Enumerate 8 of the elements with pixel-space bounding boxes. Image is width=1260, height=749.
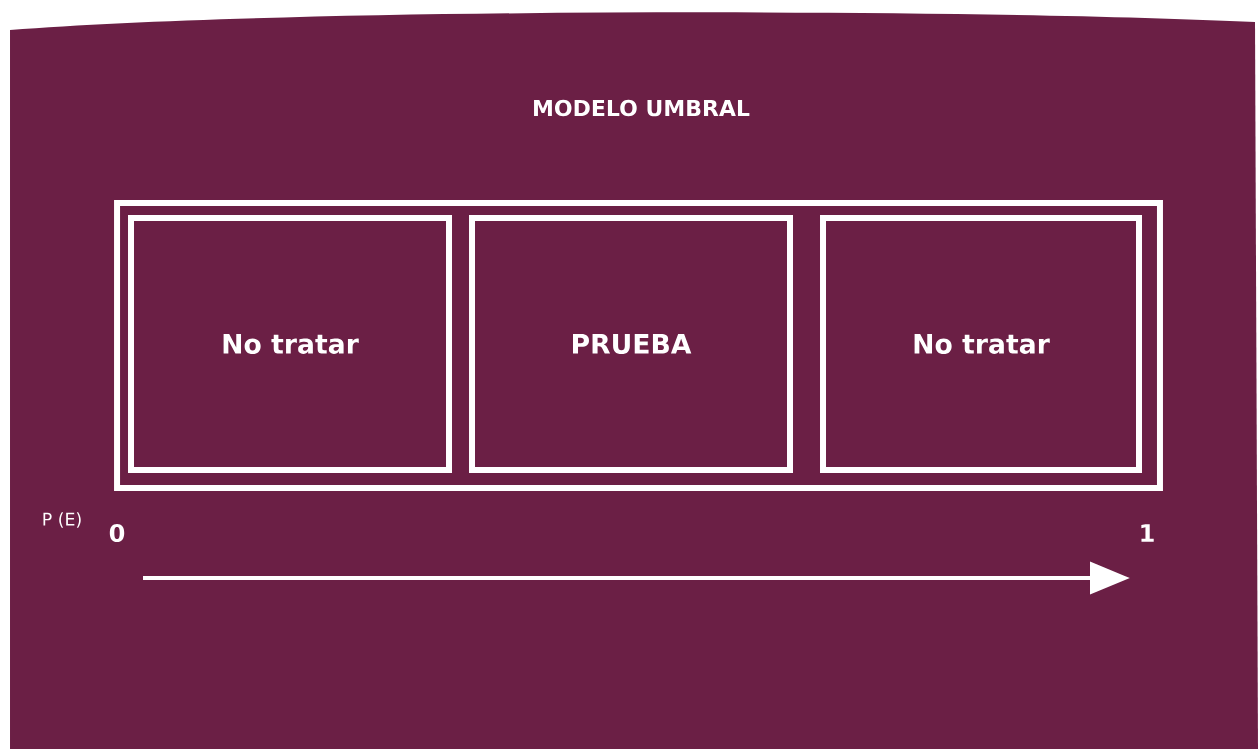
axis-label: 1 — [1141, 524, 1154, 542]
option-box: PRUEBA — [469, 215, 793, 473]
axis-label: 0 — [109, 523, 125, 543]
outer-frame — [114, 199, 1163, 492]
axis-label: P (E) — [43, 512, 81, 528]
title: MODELO UMBRAL — [534, 99, 750, 117]
option-box: No tratar — [820, 215, 1142, 473]
option-box: No tratar — [128, 215, 452, 473]
